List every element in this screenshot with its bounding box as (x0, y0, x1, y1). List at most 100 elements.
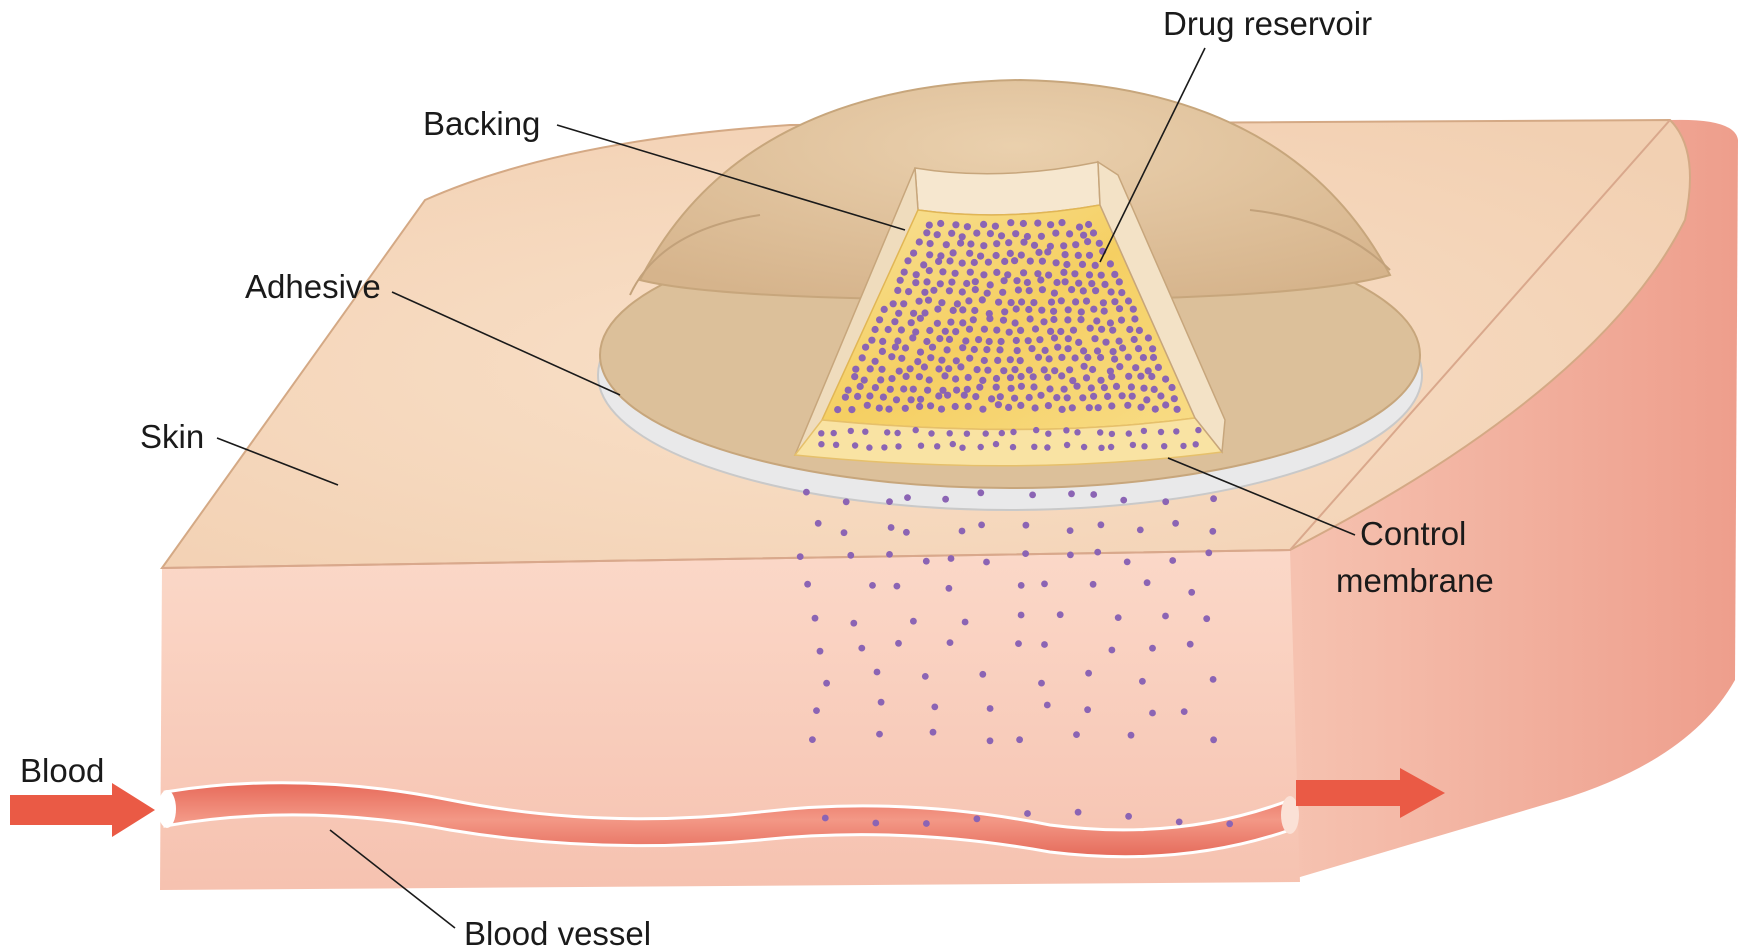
drug-particle (1000, 317, 1007, 324)
drug-particle (959, 344, 966, 351)
drug-particle (910, 386, 917, 393)
drug-particle (1173, 428, 1179, 434)
drug-particle (972, 278, 979, 285)
drug-particle (818, 430, 824, 436)
drug-particle (917, 396, 924, 403)
drug-particle (988, 395, 995, 402)
drug-particle (971, 259, 978, 266)
drug-particle (1126, 430, 1132, 436)
drug-particle (1015, 640, 1022, 647)
drug-particle (1072, 354, 1079, 361)
drug-particle (1086, 252, 1093, 259)
drug-particle (1011, 395, 1018, 402)
drug-particle (953, 387, 960, 394)
drug-particle (823, 680, 830, 687)
drug-particle (1143, 396, 1150, 403)
drug-particle (1151, 386, 1158, 393)
drug-particle (1090, 393, 1097, 400)
drug-particle (1041, 581, 1048, 588)
drug-particle (1125, 813, 1132, 820)
arrow-right-icon (10, 783, 155, 837)
drug-particle (1195, 427, 1201, 433)
drug-particle (924, 387, 931, 394)
drug-particle (1149, 345, 1156, 352)
drug-particle (964, 223, 971, 230)
drug-particle (996, 346, 1003, 353)
drug-particle (902, 344, 909, 351)
drug-particle (1109, 431, 1115, 437)
drug-particle (1029, 492, 1036, 499)
drug-particle (1065, 306, 1072, 313)
drug-particle (1149, 710, 1156, 717)
drug-particle (947, 430, 953, 436)
drug-particle (809, 736, 816, 743)
drug-particle (962, 337, 969, 344)
drug-particle (1068, 286, 1075, 293)
drug-particle (1031, 242, 1038, 249)
drug-particle (1107, 260, 1114, 267)
drug-particle (1045, 402, 1052, 409)
drug-particle (987, 737, 994, 744)
drug-particle (1030, 299, 1037, 306)
drug-particle (946, 287, 953, 294)
drug-particle (993, 252, 1000, 259)
drug-particle (983, 346, 990, 353)
drug-particle (1046, 355, 1053, 362)
drug-particle (1086, 404, 1093, 411)
drug-particle (935, 365, 942, 372)
drug-particle (1034, 270, 1041, 277)
drug-particle (946, 585, 953, 592)
drug-particle (1038, 233, 1045, 240)
drug-particle (957, 363, 964, 370)
drug-particle (857, 383, 864, 390)
drug-particle (980, 221, 987, 228)
label-blood: Blood (20, 752, 104, 789)
drug-particle (1034, 220, 1041, 227)
drug-particle (993, 441, 999, 447)
drug-particle (1073, 383, 1080, 390)
drug-particle (1141, 443, 1147, 449)
drug-particle (1026, 394, 1033, 401)
drug-particle (1066, 366, 1073, 373)
drug-particle (962, 619, 969, 626)
drug-particle (1090, 491, 1097, 498)
drug-particle (1053, 394, 1060, 401)
drug-particle (1022, 550, 1029, 557)
drug-particle (1152, 406, 1159, 413)
drug-particle (1017, 327, 1024, 334)
drug-particle (1051, 290, 1058, 297)
drug-particle (1044, 702, 1051, 709)
drug-particle (1072, 298, 1079, 305)
drug-particle (1018, 612, 1025, 619)
drug-particle (1128, 383, 1135, 390)
drug-particle (1116, 278, 1123, 285)
drug-particle (1094, 347, 1101, 354)
drug-particle (994, 357, 1001, 364)
drug-particle (993, 327, 1000, 334)
drug-particle (923, 229, 930, 236)
drug-particle (910, 310, 917, 317)
drug-particle (923, 338, 930, 345)
drug-particle (1030, 373, 1037, 380)
drug-particle (987, 230, 994, 237)
drug-particle (1013, 277, 1020, 284)
drug-particle (930, 287, 937, 294)
drug-particle (848, 428, 854, 434)
drug-particle (970, 316, 977, 323)
drug-particle (987, 281, 994, 288)
drug-particle (1162, 498, 1169, 505)
drug-particle (1064, 394, 1071, 401)
drug-particle (1046, 385, 1053, 392)
drug-particle (980, 242, 987, 249)
drug-particle (939, 268, 946, 275)
drug-particle (1124, 559, 1131, 566)
drug-particle (1113, 383, 1120, 390)
drug-particle (797, 553, 804, 560)
drug-particle (952, 221, 959, 228)
drug-particle (843, 498, 850, 505)
drug-particle (1138, 404, 1145, 411)
drug-particle (1012, 319, 1019, 326)
drug-particle (995, 401, 1002, 408)
drug-particle (1039, 258, 1046, 265)
drug-particle (1085, 221, 1092, 228)
